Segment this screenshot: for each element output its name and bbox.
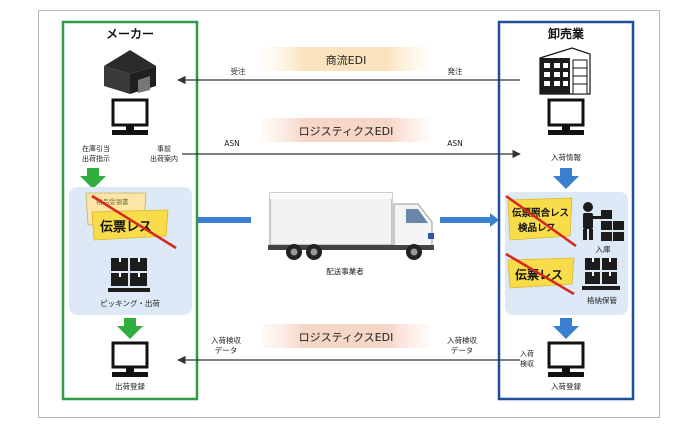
commerce-edi-label: 商流EDI (326, 53, 367, 67)
strike-line (91, 194, 177, 250)
asn-right-label: ASN (447, 139, 463, 148)
notice-label-2: 出荷案内 (150, 154, 178, 163)
worker-icon (583, 202, 601, 240)
computer-icon (111, 98, 149, 135)
arrival-register-label: 入荷登録 (551, 381, 581, 391)
computer-icon (111, 341, 149, 377)
computer-icon (547, 341, 585, 377)
arrival-info-label: 入荷情報 (551, 152, 581, 162)
inspection-data-right-2: データ (451, 345, 474, 355)
slipless-badge: 伝票レス (507, 257, 575, 289)
blue-arrow-down-icon (553, 318, 579, 339)
picking-label: ピッキング・出荷 (100, 298, 160, 308)
logistics-edi-band-top (262, 118, 430, 142)
slip-old-text: 物品受領書 (96, 197, 129, 206)
truck-band-arrow-icon (440, 213, 499, 227)
order-received-label: 受注 (231, 66, 246, 76)
logistics-edi-label-bottom: ロジスティクスEDI (299, 331, 394, 344)
manufacturer-box (61, 20, 199, 401)
storage-label: 格納保管 (587, 295, 617, 305)
strike-line (505, 252, 575, 296)
slipless-text: 伝票レス (100, 219, 152, 235)
strike-line (505, 194, 577, 248)
building-icon (539, 47, 591, 95)
blue-arrow-down-icon (553, 168, 579, 189)
logistics-edi-label-top: ロジスティクスEDI (299, 125, 394, 138)
instruct-label-2: 出荷指示 (82, 154, 110, 163)
truck-band-left (197, 217, 251, 223)
inspection-data-left-1: 入荷検収 (211, 335, 241, 345)
shipping-register-label: 出荷登録 (115, 381, 145, 391)
inspection-data-right-1: 入荷検収 (447, 335, 477, 345)
notice-label-1: 事前 (157, 144, 171, 153)
order-placed-label: 発注 (448, 66, 463, 76)
warehouse-in-label: 入庫 (596, 244, 611, 254)
factory-icon (104, 50, 156, 94)
inspection-data-left-2: データ (215, 345, 238, 355)
boxes-pallet-icon (108, 258, 150, 292)
computer-icon (547, 98, 585, 135)
commerce-edi-band (262, 47, 430, 71)
logistics-edi-band-bottom (262, 324, 430, 348)
inspection-label-1: 入荷 (520, 349, 534, 358)
green-arrow-down-icon (117, 318, 143, 339)
wholesaler-title: 卸売業 (548, 26, 585, 41)
boxes-icon (601, 210, 624, 241)
manufacturer-title: メーカー (106, 27, 154, 41)
asn-left-label: ASN (224, 139, 240, 148)
instruct-label-1: 在庫引当 (82, 144, 110, 153)
slipless-inspection-1: 伝票照合レス (512, 207, 569, 219)
boxes-pallet-icon (582, 258, 620, 290)
wholesaler-box (497, 20, 635, 401)
truck-icon (268, 192, 434, 260)
carrier-label: 配送事業者 (326, 266, 364, 276)
inspection-label-2: 検収 (520, 359, 534, 368)
green-arrow-down-icon (80, 168, 106, 189)
